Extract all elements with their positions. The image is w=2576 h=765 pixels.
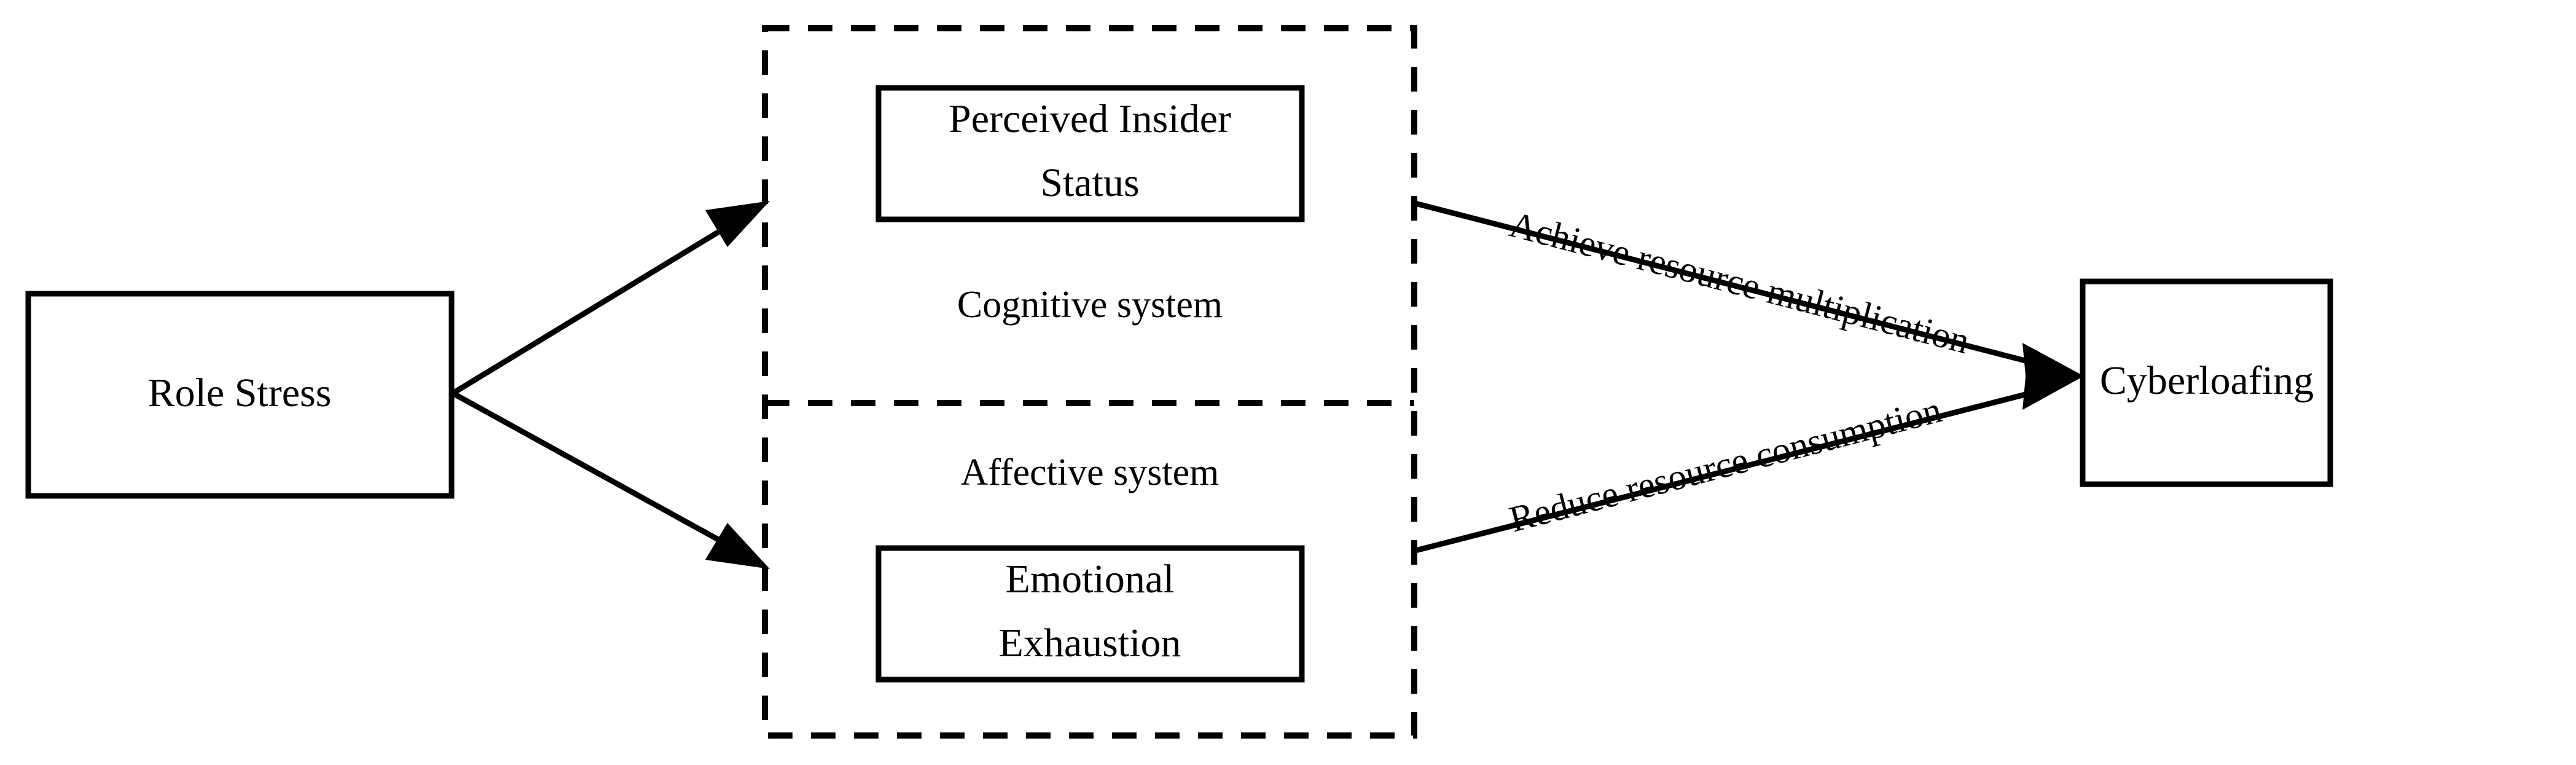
role-stress-box[interactable] (25, 291, 455, 499)
arrowhead-down-icon (705, 523, 770, 569)
cognitive-system-label: Cognitive system (957, 284, 1223, 326)
emotional-exhaustion-label-line1: Emotional (1006, 557, 1175, 602)
dual-system-container (762, 25, 1417, 739)
emotional-exhaustion-box[interactable] (875, 545, 1305, 683)
perceived-insider-status-label-line1: Perceived Insider (949, 96, 1231, 141)
perceived-insider-status-box[interactable] (875, 85, 1305, 222)
arrow-affective-to-cyberloafing (1412, 358, 2084, 554)
cyberloafing-label: Cyberloafing (2100, 358, 2314, 403)
arrow-role-stress-to-affective (451, 391, 770, 569)
arrow-role-stress-to-cognitive (451, 201, 770, 396)
arrowhead-up-icon (705, 201, 770, 247)
path-label-reduce-resource-consumption: Reduce resource consumption (1505, 389, 1946, 539)
path-label-reduce-resource-consumption-group: Reduce resource consumption (1505, 389, 1946, 539)
arrowhead-right-lower-icon (2022, 358, 2084, 410)
emotional-exhaustion-label-line2: Exhaustion (999, 621, 1181, 665)
role-stress-label: Role Stress (148, 371, 332, 415)
path-label-achieve-resource-multiplication-group: Achieve resource multiplication (1506, 204, 1974, 362)
perceived-insider-status-label-line2: Status (1040, 160, 1139, 205)
path-label-achieve-resource-multiplication: Achieve resource multiplication (1506, 204, 1974, 362)
affective-system-label: Affective system (961, 452, 1219, 493)
cyberloafing-box[interactable] (2080, 278, 2333, 487)
